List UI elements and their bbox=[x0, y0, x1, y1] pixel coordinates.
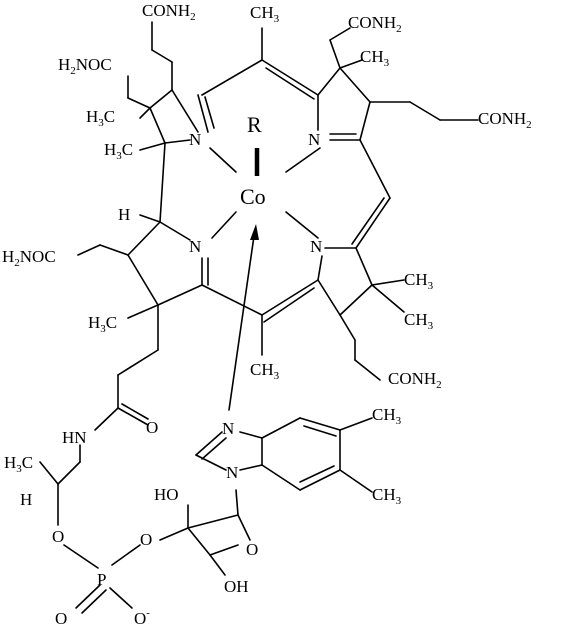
methyl-upper-right-label: CH3 bbox=[360, 47, 390, 69]
amide-nh-label: HN bbox=[62, 428, 87, 447]
nitrogen-ring-c-label: N bbox=[310, 237, 322, 256]
bonds bbox=[39, 21, 479, 614]
nitrogen-ring-d-label: N bbox=[189, 237, 201, 256]
methyl-right-a-label: CH3 bbox=[404, 270, 434, 292]
ribose-hydroxyl-label: HO bbox=[154, 485, 179, 504]
cobalt-label: Co bbox=[240, 184, 266, 209]
amide-oxygen-label: O bbox=[146, 418, 158, 437]
methyl-left-a-label: H3C bbox=[86, 107, 115, 129]
carboxamide-bottom-right-label: CONH2 bbox=[388, 369, 442, 391]
hydrogen-ring-d-label: H bbox=[118, 205, 130, 224]
ribose-ch2oh-label: OH bbox=[224, 577, 249, 596]
benzimidazole-n1-label: N bbox=[226, 463, 238, 482]
nitrogen-ring-b-label: N bbox=[308, 130, 320, 149]
methyl-benz-a-label: CH3 bbox=[372, 405, 402, 427]
phosphorus-label: P bbox=[97, 570, 106, 589]
phosphate-oxygen-double-label: O bbox=[55, 609, 67, 628]
hydrogen-chain-label: H bbox=[20, 490, 32, 509]
carboxamide-upper-left-label: H2NOC bbox=[58, 55, 112, 77]
methyl-benz-b-label: CH3 bbox=[372, 485, 402, 507]
methyl-left-b-label: H3C bbox=[104, 140, 133, 162]
carboxamide-right-label: CONH2 bbox=[478, 109, 532, 131]
methyl-left-c-label: H3C bbox=[88, 313, 117, 335]
atom-labels: CONH2 CH3 CONH2 CH3 CONH2 H2NOC H3C H3C … bbox=[2, 1, 532, 628]
carboxamide-top-left-label: CONH2 bbox=[142, 1, 196, 23]
methyl-bottom-left-label: H3C bbox=[4, 453, 33, 475]
phosphate-oxygen-anion-label: O- bbox=[134, 607, 150, 628]
carboxamide-mid-left-label: H2NOC bbox=[2, 247, 56, 269]
nitrogen-ring-a-label: N bbox=[189, 130, 201, 149]
methyl-right-b-label: CH3 bbox=[404, 310, 434, 332]
ester-oxygen-right-label: O bbox=[140, 530, 152, 549]
carboxamide-top-right-label: CONH2 bbox=[348, 13, 402, 35]
methyl-top-label: CH3 bbox=[250, 3, 280, 25]
ribose-ring-oxygen-label: O bbox=[246, 540, 258, 559]
ester-oxygen-left-label: O bbox=[52, 527, 64, 546]
methyl-bottom-meso-label: CH3 bbox=[250, 360, 280, 382]
r-group-label: R bbox=[247, 112, 262, 137]
benzimidazole-n3-label: N bbox=[222, 419, 234, 438]
